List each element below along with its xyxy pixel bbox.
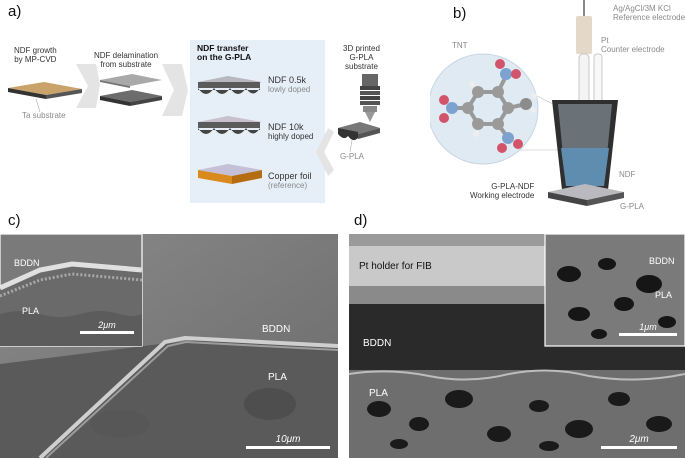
sample-copper-label: Copper foil(reference) <box>268 171 312 191</box>
process-arrow-1 <box>76 64 100 108</box>
sample-ndf-10k <box>198 116 262 134</box>
electrolyte <box>561 148 609 186</box>
process-arrow-2 <box>162 64 188 116</box>
inset-scale-bar-d: 1μm <box>619 322 677 336</box>
gpla-ndf-base <box>548 184 624 200</box>
pt-holder-band <box>349 246 545 286</box>
ta-substrate-label: Ta substrate <box>22 111 66 120</box>
ta-substrate-plate <box>8 82 82 113</box>
scale-bar: 10μm <box>246 434 330 449</box>
bddn-label: BDDN <box>262 324 291 335</box>
sample-copper-foil <box>198 164 262 184</box>
inset-pla-label-d: PLA <box>655 290 673 300</box>
process-arrow-3 <box>316 128 334 176</box>
printed-gpla <box>338 122 380 153</box>
tnt-label: TNT <box>452 41 468 50</box>
bddn-edge <box>38 335 338 458</box>
panel-a-illustration <box>8 40 380 203</box>
delaminated-film <box>100 74 162 106</box>
gpla-label: G-PLA <box>340 152 365 161</box>
pla-label-d: PLA <box>369 388 388 399</box>
bddn-label-d: BDDN <box>363 338 392 349</box>
pla-region <box>0 340 338 458</box>
panel-d-letter: d) <box>354 212 368 229</box>
gpla-bottom-label: G-PLA <box>620 202 645 211</box>
printer-nozzle <box>360 74 380 122</box>
panel-c-letter: c) <box>8 212 21 229</box>
tnt-molecule <box>439 59 537 153</box>
pla-label: PLA <box>268 372 287 383</box>
pt-holder-label: Pt holder for FIB <box>359 261 432 272</box>
inset-bddn-label: BDDN <box>14 258 40 268</box>
panel-d-inset <box>544 234 685 347</box>
inset-bddn-label-d: BDDN <box>649 256 675 266</box>
ref-electrode-wire <box>583 0 585 16</box>
panel-c-sem: BDDN PLA 2μm BDDN PLA 10μm <box>0 234 338 458</box>
electrochemical-cell <box>430 0 624 206</box>
sample-ndf-05k <box>198 76 262 94</box>
ndf-label: NDF <box>619 170 636 179</box>
inset-pla-label: PLA <box>22 306 40 316</box>
panel-b-letter: b) <box>453 5 467 22</box>
ref-electrode-cap <box>576 16 592 54</box>
inset-scale-bar: 2μm <box>80 320 134 334</box>
panel-d-sem: Pt holder for FIB BDDN PLA 2μm BDDN PLA … <box>349 234 685 458</box>
scale-bar-d: 2μm <box>601 434 677 449</box>
panel-a-letter: a) <box>8 3 22 20</box>
